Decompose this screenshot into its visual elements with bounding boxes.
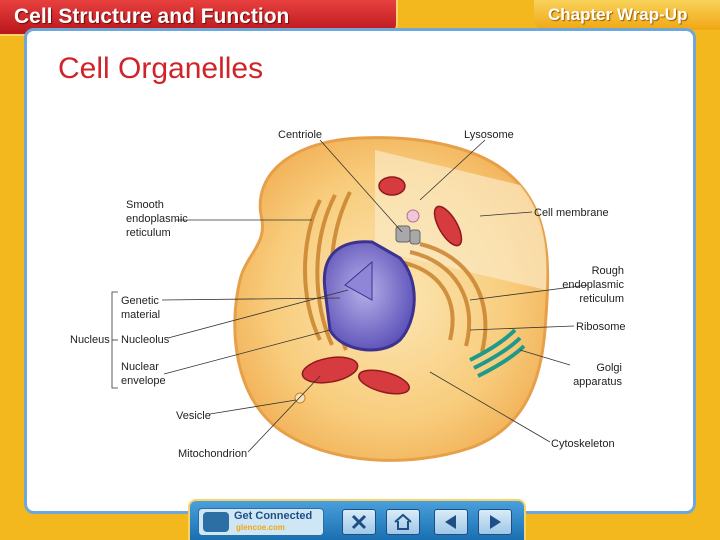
label-ribosome: Ribosome <box>576 321 626 333</box>
chapter-title: Cell Structure and Function <box>14 5 290 28</box>
label-cytoskeleton: Cytoskeleton <box>551 438 615 450</box>
label-genetic-material: Genetic material <box>121 295 161 321</box>
label-vesicle: Vesicle <box>176 410 211 422</box>
centriole-shape <box>395 225 421 245</box>
label-nucleolus: Nucleolus <box>121 334 170 346</box>
label-golgi: Golgi apparatus <box>573 362 622 388</box>
label-centriole: Centriole <box>278 129 323 141</box>
vesicle-shape <box>294 392 306 404</box>
label-lysosome: Lysosome <box>464 129 514 141</box>
golgi-shape <box>469 328 526 378</box>
home-button[interactable] <box>386 509 420 535</box>
nucleolus-shape <box>344 260 373 301</box>
previous-arrow-icon <box>445 515 456 529</box>
label-mitochondrion: Mitochondrion <box>178 448 248 460</box>
label-rough-er: Rough endoplasmic reticulum <box>562 265 624 305</box>
lysosome-shape <box>406 209 420 223</box>
slide-heading: Cell Organelles <box>58 52 264 85</box>
get-connected-label: Get Connected <box>234 510 313 522</box>
label-smooth-er: Smooth endoplasmic reticulum <box>126 199 188 239</box>
home-icon <box>394 513 412 530</box>
close-icon <box>351 514 367 530</box>
label-nucleus: Nucleus <box>70 334 110 346</box>
mitochondria-shapes <box>301 176 463 395</box>
label-cell-membrane: Cell membrane <box>534 207 609 219</box>
next-arrow-icon <box>490 515 501 529</box>
leader-lines <box>111 139 589 453</box>
next-button[interactable] <box>478 509 512 535</box>
label-nuclear-envelope: Nuclear envelope <box>121 361 166 387</box>
close-button[interactable] <box>342 509 376 535</box>
section-tab <box>534 0 720 30</box>
section-tab-label: Chapter Wrap-Up <box>548 5 688 24</box>
computer-icon <box>203 512 229 532</box>
glencoe-url[interactable]: glencoe.com <box>236 523 285 532</box>
previous-button[interactable] <box>434 509 468 535</box>
